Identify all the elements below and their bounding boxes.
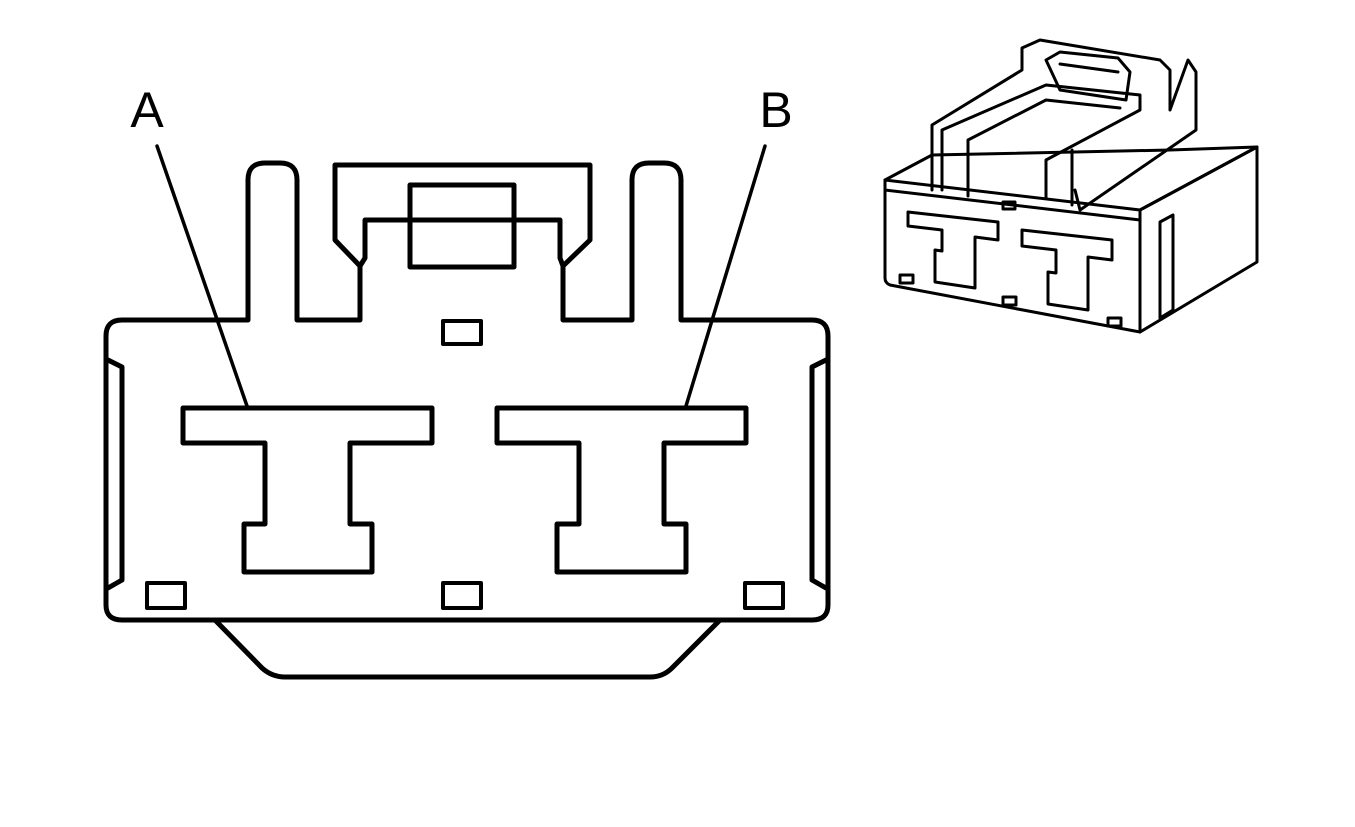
- iso-latch-lock-detail: [1058, 62, 1120, 74]
- connector-face-view: [103, 144, 831, 680]
- terminal-cavity-b: [494, 405, 749, 575]
- iso-terminal-a: [906, 210, 1000, 290]
- iso-bottom-center-slot: [1001, 295, 1018, 307]
- iso-latch-body: [966, 98, 1122, 198]
- connector-body-outline: [103, 160, 831, 623]
- iso-front-face: [883, 178, 1142, 334]
- pin-a-label: A: [130, 82, 164, 138]
- latch-lock-window: [407, 182, 517, 270]
- right-side-rail: [809, 357, 829, 591]
- iso-top-slot: [1001, 200, 1017, 211]
- iso-right-recess: [1158, 213, 1175, 320]
- iso-top-edge: [883, 188, 1142, 222]
- top-key-slot: [441, 319, 483, 346]
- pin-a-leader-line: [155, 144, 249, 408]
- iso-latch-front-arm: [940, 83, 1142, 200]
- pin-b-leader-line: [684, 144, 767, 408]
- bottom-right-slot: [743, 581, 785, 610]
- connector-isometric-view: [883, 38, 1259, 334]
- connector-bottom-skirt: [212, 617, 723, 680]
- iso-terminal-b: [1020, 228, 1114, 312]
- left-side-rail: [105, 357, 125, 591]
- latch-shelf: [357, 217, 566, 269]
- iso-right-face: [1138, 145, 1259, 334]
- iso-bottom-right-slot: [1106, 316, 1123, 328]
- pin-b-label: B: [759, 82, 792, 138]
- iso-latch-tower: [930, 38, 1198, 212]
- terminal-cavity-a: [180, 405, 435, 575]
- iso-bottom-left-slot: [898, 273, 915, 285]
- bottom-center-slot: [441, 581, 483, 610]
- bottom-left-slot: [145, 581, 187, 610]
- iso-latch-lock: [1044, 50, 1132, 102]
